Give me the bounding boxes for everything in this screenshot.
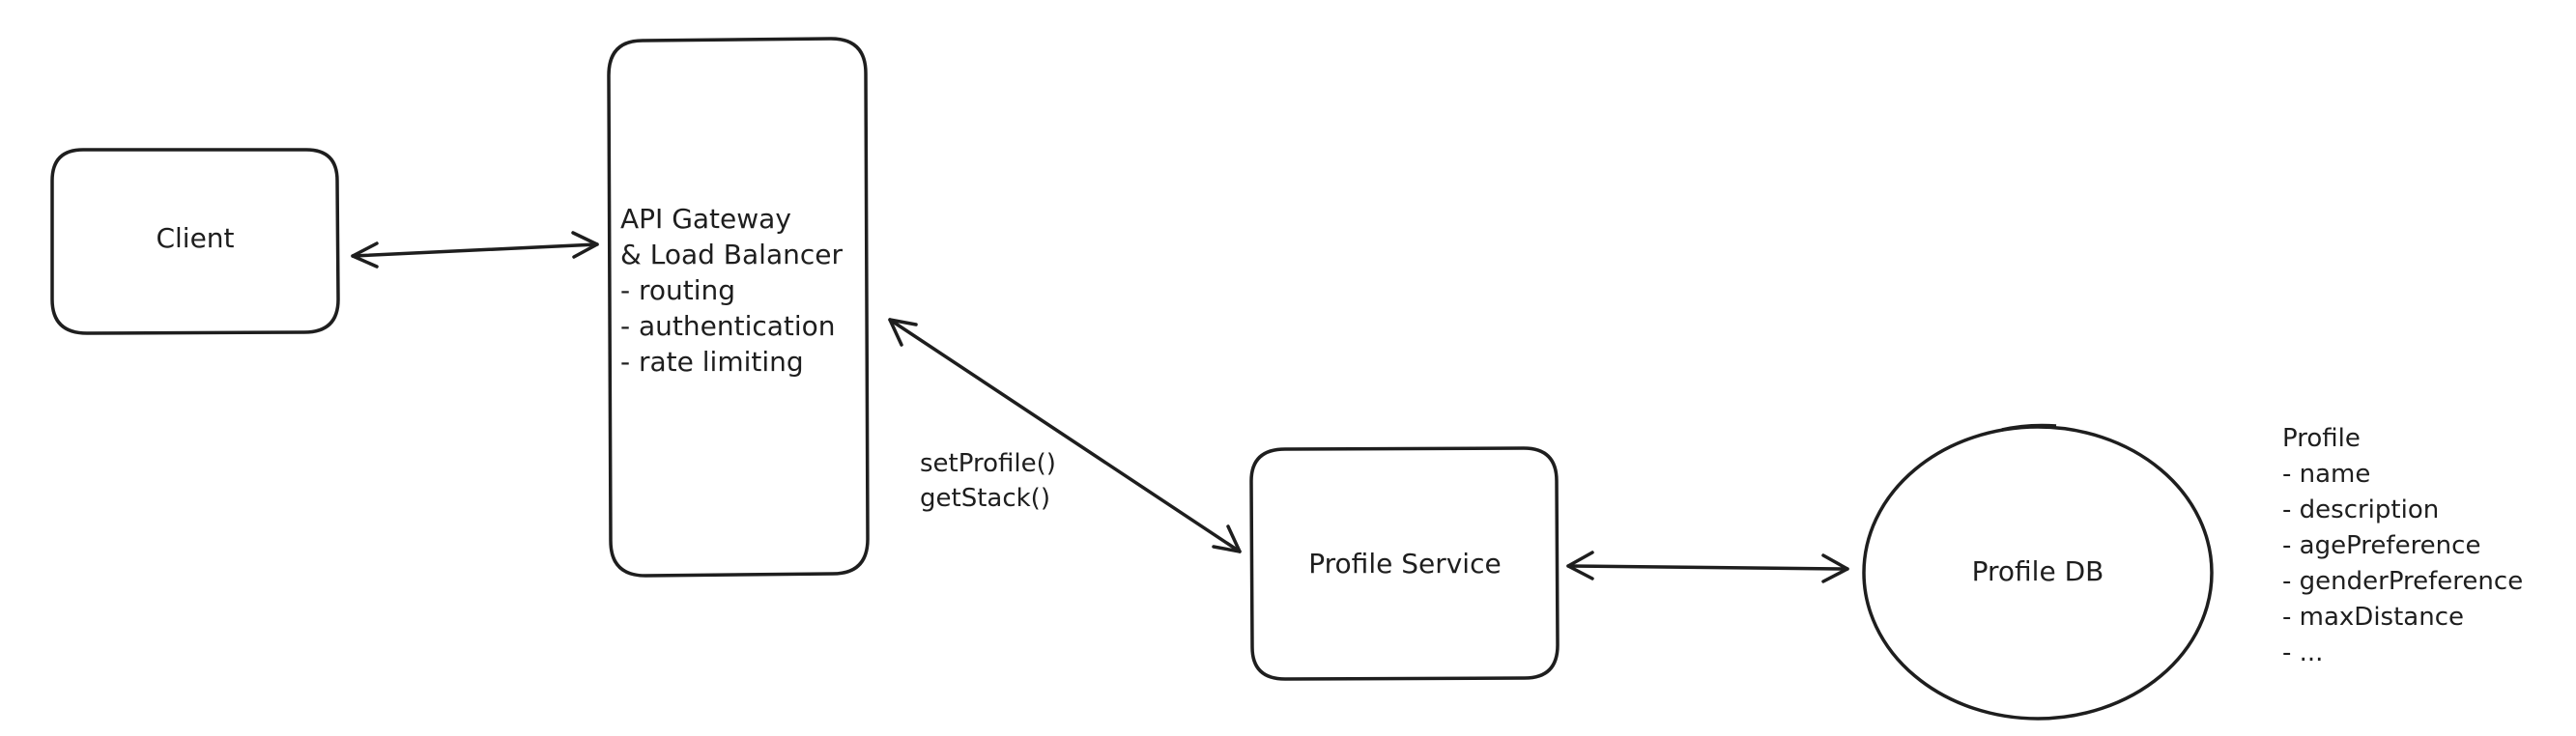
profile-schema-field-age-preference: - agePreference [2282, 531, 2480, 560]
profile-schema-field-name: - name [2282, 460, 2370, 489]
api-gateway-box [607, 37, 870, 578]
profile-schema-field-max-distance: - maxDistance [2282, 603, 2464, 632]
api-call-get-stack: getStack() [920, 484, 1050, 513]
profile-schema-field-more: - ... [2282, 638, 2323, 667]
profile-db-node[interactable]: Profile DB [1862, 423, 2214, 721]
profile-schema-title: Profile [2282, 424, 2361, 453]
client-label: Client [156, 222, 234, 254]
edge-profile-service-db[interactable] [1566, 551, 1849, 583]
edge-profile-service-db-line [1566, 564, 1849, 571]
client-node[interactable]: Client [50, 148, 340, 335]
api-gateway-line-3: - routing [620, 274, 735, 306]
edge-gateway-profile-service-arrowhead-start [888, 318, 918, 347]
profile-schema-field-gender-preference: - genderPreference [2282, 567, 2523, 596]
api-gateway-node[interactable]: API Gateway & Load Balancer - routing - … [607, 37, 870, 578]
api-gateway-line-5: - rate limiting [620, 346, 804, 378]
api-gateway-line-1: API Gateway [620, 203, 791, 235]
client-box [50, 148, 340, 335]
profile-service-node[interactable]: Profile Service [1249, 446, 1560, 681]
api-gateway-line-2: & Load Balancer [620, 239, 843, 270]
api-gateway-line-4: - authentication [620, 310, 836, 342]
profile-db-label: Profile DB [1972, 555, 2104, 587]
edge-gateway-profile-service-line [888, 318, 1242, 553]
api-call-set-profile: setProfile() [920, 449, 1056, 478]
edge-profile-service-db-arrowhead-start [1566, 551, 1594, 580]
profile-service-label: Profile Service [1308, 548, 1501, 580]
profile-schema-annotation: Profile - name - description - agePrefer… [2282, 424, 2523, 667]
api-calls-annotation: setProfile() getStack() [920, 449, 1056, 513]
edge-gateway-profile-service-arrowhead-end [1212, 524, 1242, 553]
profile-db-sketch-overlap [2001, 423, 2057, 432]
profile-schema-field-description: - description [2282, 495, 2439, 524]
profile-service-box [1249, 446, 1560, 681]
edge-client-gateway-arrowhead-start [351, 241, 379, 269]
edge-profile-service-db-arrowhead-end [1821, 553, 1849, 583]
edge-gateway-profile-service[interactable] [888, 318, 1242, 553]
edge-client-gateway-arrowhead-end [571, 231, 599, 259]
edge-client-gateway[interactable] [351, 231, 599, 269]
edge-client-gateway-line [351, 242, 599, 258]
